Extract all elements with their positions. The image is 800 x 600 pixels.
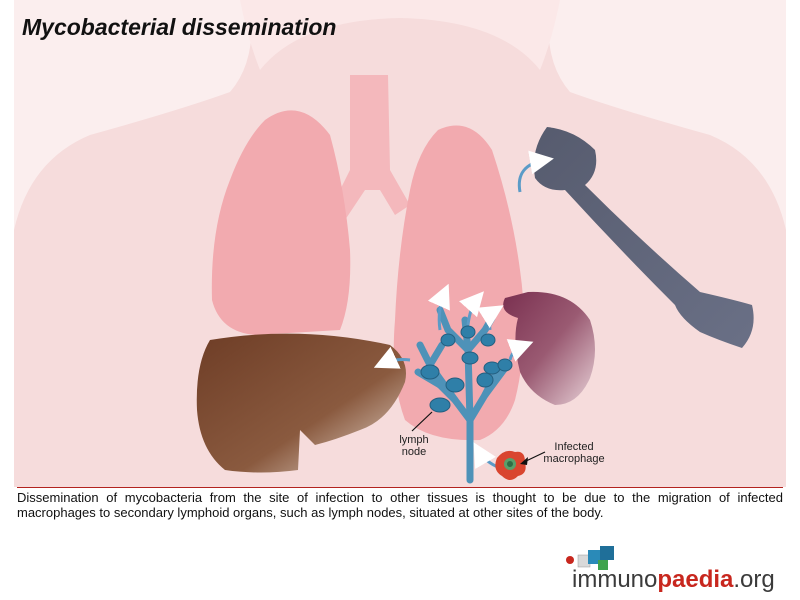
lymph-node [420, 364, 440, 380]
immunopaedia-logo[interactable]: immunopaedia.org [564, 546, 784, 598]
arrow-up [459, 291, 484, 326]
arrow-to-spleen [506, 339, 534, 362]
lymph-node [440, 333, 456, 347]
trachea [330, 75, 410, 220]
lymph-node-label: lymph node [399, 434, 429, 458]
lymph-nodes [420, 325, 513, 413]
lymph-node [497, 358, 513, 372]
figure-title: Mycobacterial dissemination [22, 14, 337, 40]
figure-caption: Dissemination of mycobacteria from the s… [17, 490, 783, 520]
logo-suffix: .org [733, 566, 775, 593]
arrow-to-liver [373, 346, 411, 369]
caption-divider [17, 487, 783, 488]
bone [533, 127, 754, 348]
infected-macrophage [495, 450, 526, 480]
logo-text: immunopaedia.org [572, 566, 775, 594]
logo-cubes-icon [566, 546, 614, 570]
macrophage-pointer-head [520, 457, 528, 465]
lymph-node [460, 325, 476, 339]
lymph-node [461, 351, 479, 365]
lymph-node [445, 377, 465, 393]
arrow-to-bone [517, 150, 554, 193]
dissemination-diagram [14, 0, 786, 487]
logo-prefix: immuno [572, 566, 658, 593]
liver [196, 333, 406, 473]
arrow-up [476, 305, 504, 331]
lymph-node [480, 333, 496, 347]
arrow-up [427, 283, 450, 331]
infected-macrophage-label: Infected macrophage [543, 441, 605, 465]
right-lung [211, 110, 351, 335]
body-silhouette [14, 0, 786, 487]
lymph-node [429, 397, 451, 413]
lymph-node [483, 361, 501, 375]
logo-highlight: paedia [657, 566, 734, 593]
spleen [503, 291, 595, 405]
lymph-node-pointer [411, 411, 433, 432]
lymph-node [476, 372, 494, 388]
